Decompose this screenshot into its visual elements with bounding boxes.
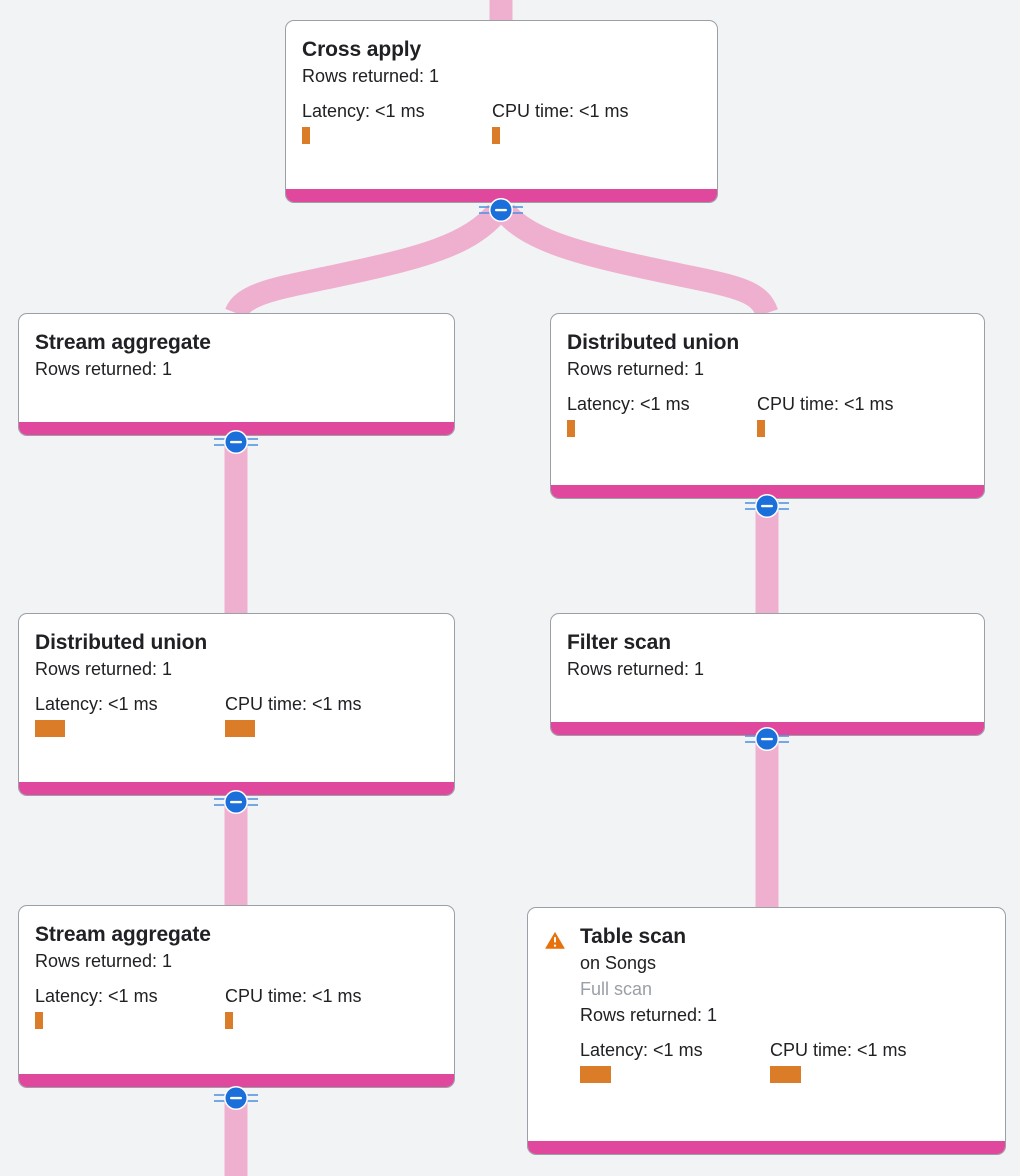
metric-latency-label: Latency: <1 ms bbox=[302, 101, 425, 121]
collapse-toggle-distributed-union-right[interactable] bbox=[744, 493, 790, 519]
edge-cross-apply-to-distributed-union-right bbox=[496, 204, 778, 318]
node-body: Table scan on Songs Full scan Rows retur… bbox=[528, 908, 1005, 1141]
metric-latency: Latency: <1 ms bbox=[302, 100, 492, 144]
collapse-toggle-stream-aggregate-bottom[interactable] bbox=[213, 1085, 259, 1111]
metric-cpu-label: CPU time: <1 ms bbox=[757, 394, 894, 414]
metric-cpu-bar bbox=[757, 420, 765, 437]
node-metrics: Latency: <1 ms CPU time: <1 ms bbox=[567, 393, 968, 437]
metric-latency: Latency: <1 ms bbox=[35, 693, 225, 737]
plan-node-distributed-union-left[interactable]: Distributed union Rows returned: 1 Laten… bbox=[18, 613, 455, 796]
metric-cpu-label: CPU time: <1 ms bbox=[492, 101, 629, 121]
node-metrics: Latency: <1 ms CPU time: <1 ms bbox=[580, 1039, 989, 1083]
metric-latency-label: Latency: <1 ms bbox=[580, 1040, 703, 1060]
node-body: Filter scan Rows returned: 1 bbox=[551, 614, 984, 722]
metric-latency: Latency: <1 ms bbox=[567, 393, 757, 437]
collapse-toggle-distributed-union-left[interactable] bbox=[213, 789, 259, 815]
node-rows-returned: Rows returned: 1 bbox=[35, 659, 173, 679]
metric-cpu-label: CPU time: <1 ms bbox=[225, 986, 362, 1006]
metric-cpu-bar bbox=[225, 1012, 233, 1029]
metric-cpu: CPU time: <1 ms bbox=[492, 100, 629, 144]
node-rows-returned: Rows returned: 1 bbox=[580, 1005, 718, 1025]
node-title: Filter scan bbox=[567, 631, 671, 654]
node-title: Distributed union bbox=[35, 631, 208, 654]
metric-latency-bar bbox=[567, 420, 575, 437]
node-accent-bar bbox=[551, 485, 984, 498]
node-title: Distributed union bbox=[567, 331, 740, 354]
node-content: Distributed union Rows returned: 1 Laten… bbox=[567, 330, 968, 437]
node-accent-bar bbox=[19, 422, 454, 435]
node-title: Table scan bbox=[580, 925, 686, 948]
metric-cpu: CPU time: <1 ms bbox=[225, 985, 362, 1029]
metric-latency-bar bbox=[35, 1012, 43, 1029]
collapse-toggle-filter-scan[interactable] bbox=[744, 726, 790, 752]
node-body: Distributed union Rows returned: 1 Laten… bbox=[551, 314, 984, 485]
metric-cpu: CPU time: <1 ms bbox=[770, 1039, 907, 1083]
node-body: Stream aggregate Rows returned: 1 Latenc… bbox=[19, 906, 454, 1074]
plan-node-table-scan[interactable]: Table scan on Songs Full scan Rows retur… bbox=[527, 907, 1006, 1155]
metric-latency: Latency: <1 ms bbox=[580, 1039, 770, 1083]
node-accent-bar bbox=[19, 782, 454, 795]
edge-cross-apply-to-stream-aggregate-top bbox=[225, 204, 506, 319]
metric-cpu: CPU time: <1 ms bbox=[757, 393, 894, 437]
node-content: Distributed union Rows returned: 1 Laten… bbox=[35, 630, 438, 737]
node-subtitle-target: on Songs bbox=[580, 953, 657, 973]
node-title: Cross apply bbox=[302, 38, 422, 61]
node-metrics: Latency: <1 ms CPU time: <1 ms bbox=[302, 100, 701, 144]
node-rows-returned: Rows returned: 1 bbox=[302, 66, 440, 86]
metric-cpu-label: CPU time: <1 ms bbox=[225, 694, 362, 714]
plan-node-stream-aggregate-bottom[interactable]: Stream aggregate Rows returned: 1 Latenc… bbox=[18, 905, 455, 1088]
metric-latency-label: Latency: <1 ms bbox=[35, 694, 158, 714]
node-body: Distributed union Rows returned: 1 Laten… bbox=[19, 614, 454, 782]
metric-latency-label: Latency: <1 ms bbox=[35, 986, 158, 1006]
node-accent-bar bbox=[286, 189, 717, 202]
metric-cpu: CPU time: <1 ms bbox=[225, 693, 362, 737]
node-metrics: Latency: <1 ms CPU time: <1 ms bbox=[35, 693, 438, 737]
metric-latency-bar bbox=[302, 127, 310, 144]
collapse-toggle-stream-aggregate-top[interactable] bbox=[213, 429, 259, 455]
node-accent-bar bbox=[528, 1141, 1005, 1154]
node-rows-returned: Rows returned: 1 bbox=[35, 359, 173, 379]
plan-node-distributed-union-right[interactable]: Distributed union Rows returned: 1 Laten… bbox=[550, 313, 985, 499]
collapse-toggle-cross-apply[interactable] bbox=[478, 197, 524, 223]
metric-latency-bar bbox=[35, 720, 65, 737]
node-rows-returned: Rows returned: 1 bbox=[567, 659, 705, 679]
metric-latency-bar bbox=[580, 1066, 611, 1083]
plan-node-cross-apply[interactable]: Cross apply Rows returned: 1 Latency: <1… bbox=[285, 20, 718, 203]
warning-triangle-icon bbox=[545, 931, 565, 949]
node-body: Cross apply Rows returned: 1 Latency: <1… bbox=[286, 21, 717, 189]
node-title: Stream aggregate bbox=[35, 923, 211, 946]
node-rows-returned: Rows returned: 1 bbox=[567, 359, 705, 379]
node-title: Stream aggregate bbox=[35, 331, 211, 354]
plan-node-stream-aggregate-top[interactable]: Stream aggregate Rows returned: 1 bbox=[18, 313, 455, 436]
node-accent-bar bbox=[19, 1074, 454, 1087]
node-content: Stream aggregate Rows returned: 1 Latenc… bbox=[35, 922, 438, 1029]
metric-cpu-bar bbox=[770, 1066, 801, 1083]
metric-latency-label: Latency: <1 ms bbox=[567, 394, 690, 414]
node-content: Cross apply Rows returned: 1 Latency: <1… bbox=[302, 37, 701, 144]
node-scan-type: Full scan bbox=[580, 979, 653, 999]
metric-cpu-bar bbox=[492, 127, 500, 144]
node-metrics: Latency: <1 ms CPU time: <1 ms bbox=[35, 985, 438, 1029]
node-content: Stream aggregate Rows returned: 1 bbox=[35, 330, 438, 383]
node-content: Filter scan Rows returned: 1 bbox=[567, 630, 968, 683]
metric-cpu-bar bbox=[225, 720, 255, 737]
node-rows-returned: Rows returned: 1 bbox=[35, 951, 173, 971]
plan-node-filter-scan[interactable]: Filter scan Rows returned: 1 bbox=[550, 613, 985, 736]
metric-latency: Latency: <1 ms bbox=[35, 985, 225, 1029]
node-content: Table scan on Songs Full scan Rows retur… bbox=[580, 924, 989, 1083]
metric-cpu-label: CPU time: <1 ms bbox=[770, 1040, 907, 1060]
node-body: Stream aggregate Rows returned: 1 bbox=[19, 314, 454, 422]
